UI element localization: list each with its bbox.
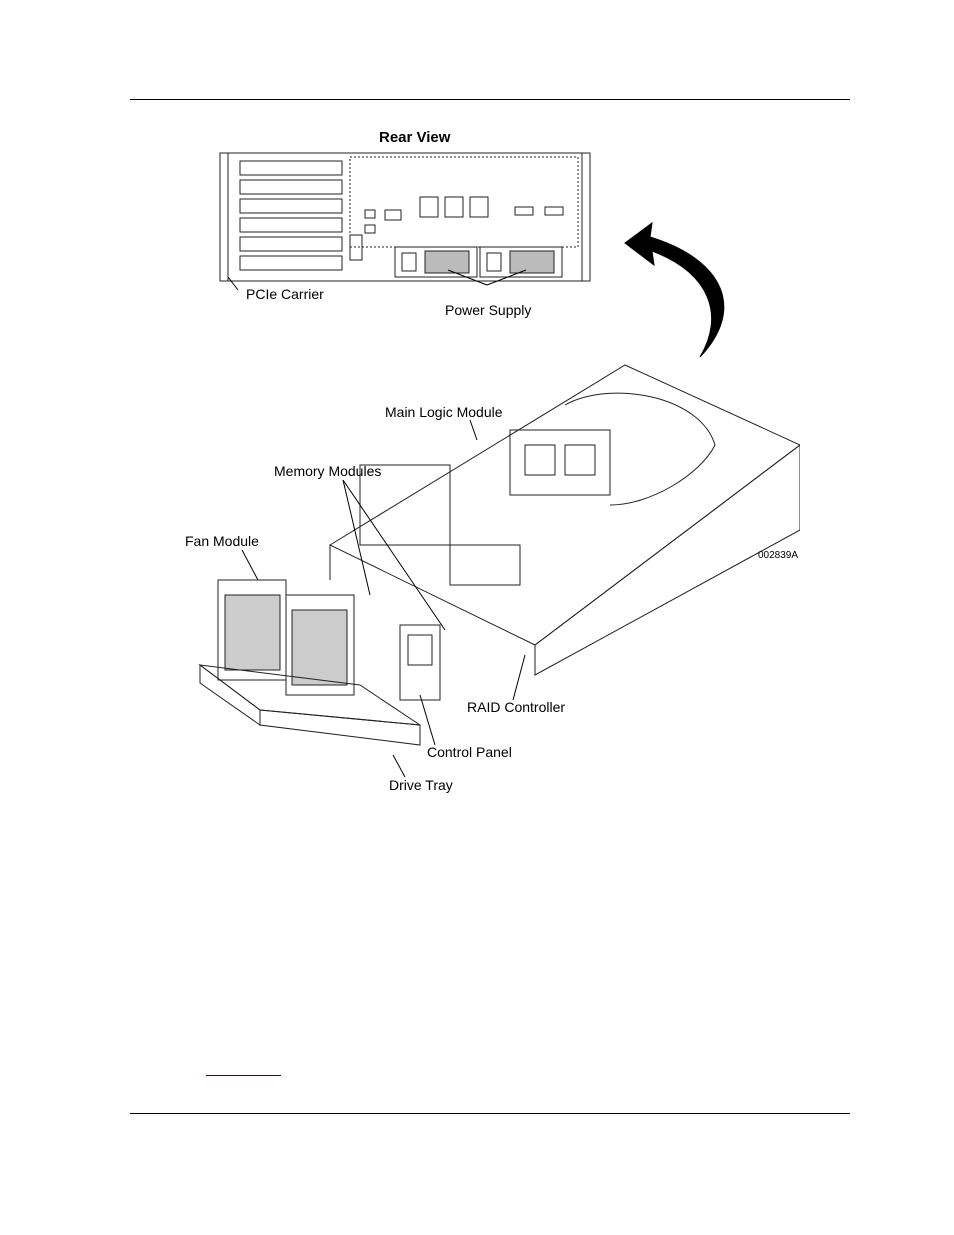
header-rule (130, 99, 850, 100)
hyperlink-underline[interactable] (206, 1059, 281, 1076)
rear-view-drawing (220, 153, 590, 281)
main-logic-module-label: Main Logic Module (385, 404, 503, 420)
fan-vents (420, 197, 563, 217)
fan-module-label: Fan Module (185, 533, 259, 549)
drive-tray-label: Drive Tray (389, 777, 453, 793)
server-figure: Rear View PCIe Carrier Power Supply Main… (180, 125, 800, 795)
raid-controller-label: RAID Controller (467, 699, 565, 715)
io-ports (350, 210, 401, 260)
footer-rule (130, 1113, 850, 1114)
power-supplies (395, 247, 562, 277)
pcie-carrier-label: PCIe Carrier (246, 286, 324, 302)
fan-module-drawing (218, 580, 354, 695)
pcie-slots (240, 161, 342, 270)
control-panel-label: Control Panel (427, 744, 512, 760)
figure-code: 002839A (758, 550, 798, 561)
rear-view-title: Rear View (379, 129, 450, 146)
rotate-arrow (625, 223, 724, 357)
memory-modules-label: Memory Modules (274, 463, 381, 479)
power-supply-label: Power Supply (445, 302, 531, 318)
server-diagram (180, 125, 800, 795)
